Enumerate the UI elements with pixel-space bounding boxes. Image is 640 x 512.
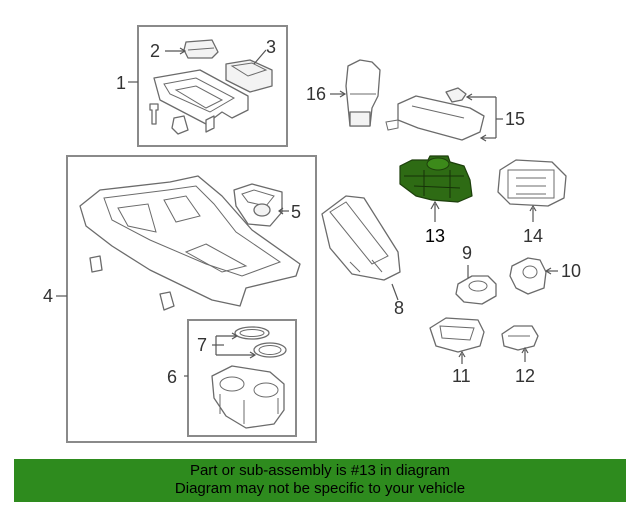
banner-line-1: Part or sub-assembly is #13 in diagram — [189, 462, 451, 479]
info-banner: Part or sub-assembly is #13 in diagram D… — [14, 459, 626, 502]
part-11-switch[interactable] — [429, 317, 485, 353]
callout-16: 16 — [306, 84, 326, 104]
part-13-controller[interactable] — [399, 155, 473, 203]
callout-4: 4 — [43, 286, 53, 306]
part-5-bracket[interactable] — [233, 183, 283, 227]
callout-5: 5 — [291, 202, 301, 222]
callout-10: 10 — [561, 261, 581, 281]
part-8-storage-box[interactable] — [321, 195, 401, 281]
group-box-6 — [187, 319, 297, 437]
part-14-module[interactable] — [497, 159, 567, 207]
callout-12: 12 — [515, 366, 535, 386]
callout-2: 2 — [150, 41, 160, 61]
part-7-rings[interactable] — [234, 326, 287, 358]
part-6-cup-holder[interactable] — [211, 365, 285, 429]
callout-3: 3 — [266, 37, 276, 57]
part-2-cap[interactable] — [183, 39, 219, 59]
group-box-1 — [137, 25, 288, 147]
callout-13: 13 — [425, 226, 445, 246]
callout-14: 14 — [523, 226, 543, 246]
callout-7: 7 — [197, 335, 207, 355]
banner-line-2: Diagram may not be specific to your vehi… — [174, 480, 466, 497]
part-9-socket[interactable] — [455, 275, 497, 305]
part-1-trim-panel[interactable] — [149, 69, 249, 135]
part-4-console[interactable] — [79, 175, 301, 311]
callout-1: 1 — [116, 73, 126, 93]
part-3-switch[interactable] — [225, 59, 273, 93]
callout-9: 9 — [462, 243, 472, 263]
callout-6: 6 — [167, 367, 177, 387]
part-10-outlet[interactable] — [509, 257, 547, 295]
part-15-shifter-base[interactable] — [385, 87, 485, 141]
callout-15: 15 — [505, 109, 525, 129]
part-16-shift-knob[interactable] — [345, 59, 381, 127]
part-12-small-switch[interactable] — [501, 325, 539, 351]
callout-11: 11 — [452, 366, 471, 386]
leader-lines — [56, 47, 558, 377]
group-box-4 — [66, 155, 317, 443]
callout-8: 8 — [394, 298, 404, 318]
